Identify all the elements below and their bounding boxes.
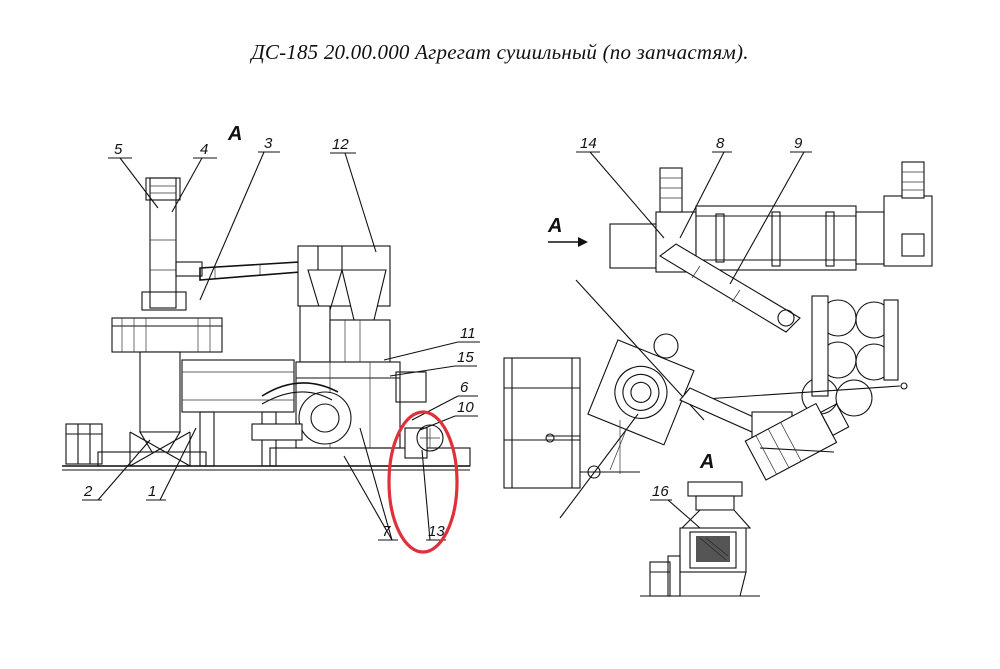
callout-14: 14: [580, 135, 597, 152]
view-mark-a-left: А: [227, 123, 242, 145]
callout-16: 16: [652, 483, 669, 500]
page-title: ДС-185 20.00.000 Агрегат сушильный (по з…: [251, 40, 749, 64]
callout-15: 15: [457, 349, 474, 366]
right-callouts: 14 8 9: [576, 135, 812, 285]
callout-6: 6: [460, 379, 469, 396]
detail-view-a: [640, 481, 760, 597]
callout-1: 1: [148, 483, 156, 500]
callout-10: 10: [457, 399, 474, 416]
callout-4: 4: [200, 141, 208, 158]
callout-7: 7: [382, 523, 391, 540]
callout-12: 12: [332, 136, 349, 153]
callout-13: 13: [428, 523, 445, 540]
highlight-ellipse: [387, 410, 459, 554]
left-callouts: 5 4 3 12 11 15 6 10 2 1 7 13: [82, 135, 480, 541]
callout-11: 11: [460, 325, 476, 342]
callout-9: 9: [794, 135, 803, 152]
direction-mark-a: А: [547, 215, 562, 237]
callout-2: 2: [83, 483, 93, 500]
callout-8: 8: [716, 135, 725, 152]
view-mark-a-detail: А: [699, 451, 714, 473]
left-elevation-view: [62, 177, 471, 471]
right-plan-view: [503, 161, 933, 519]
callout-5: 5: [114, 141, 123, 158]
detail-callouts: 16: [650, 483, 701, 529]
callout-3: 3: [264, 135, 273, 152]
